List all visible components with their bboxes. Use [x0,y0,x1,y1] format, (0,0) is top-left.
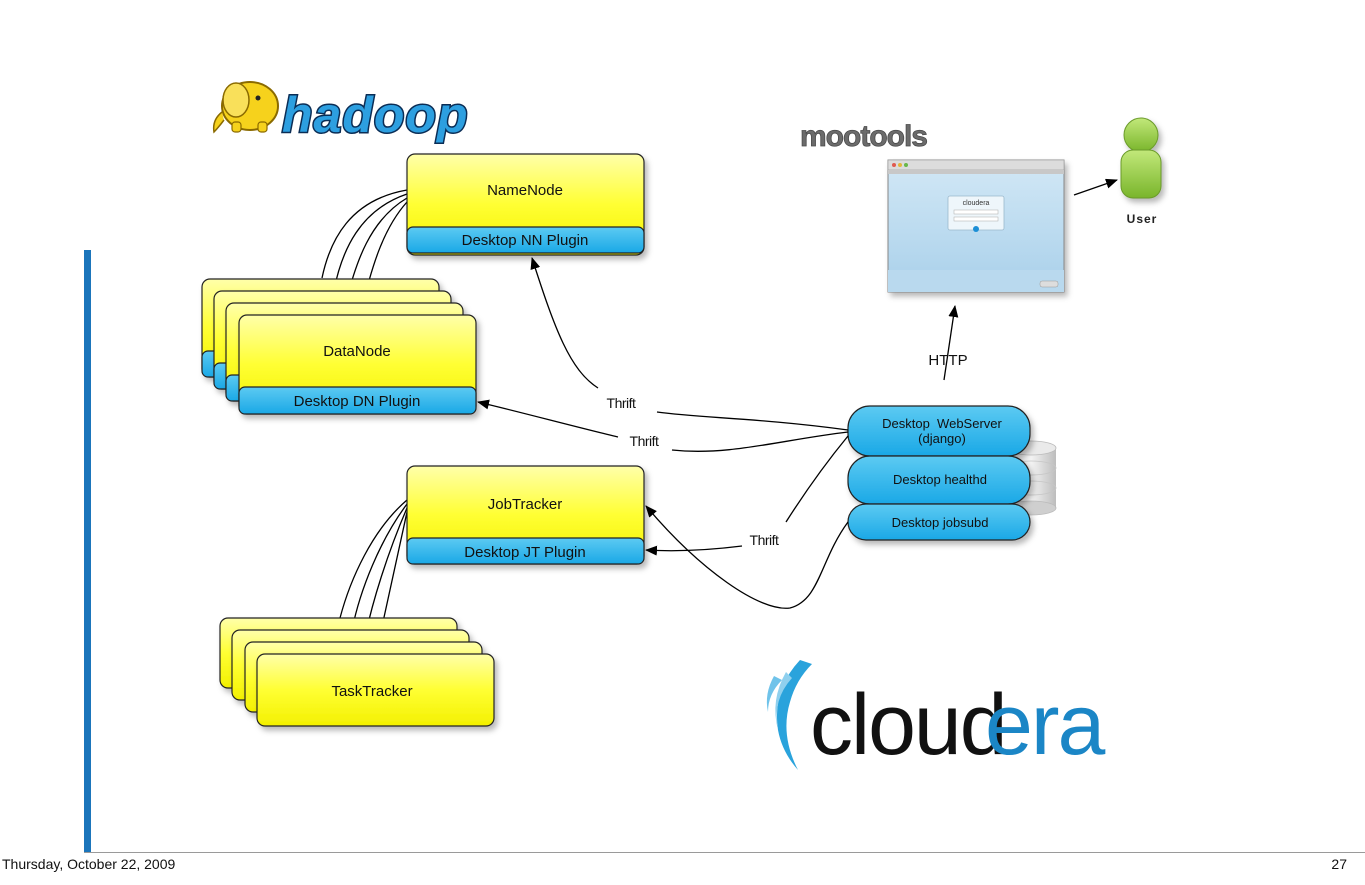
footer-date: Thursday, October 22, 2009 [2,856,176,872]
jobtracker-label: JobTracker [488,496,562,513]
footer-rule [84,852,1365,853]
http-label: HTTP [928,352,967,369]
http-edge [943,305,959,381]
thrift-dn-edge-left [477,399,619,438]
user-label: User [1127,212,1158,226]
footer-page-number: 27 [1331,856,1347,872]
thrift-jt-edge-lower [645,545,743,556]
thrift-jt-label: Thrift [750,532,780,548]
jobsubd-label: Desktop jobsubd [892,515,989,530]
webserver-label-line1: Desktop WebServer [882,416,1002,431]
hadoop-wordmark: hadoop [282,87,469,143]
jobsubd-jobtracker-edge [645,505,849,609]
healthd-label: Desktop healthd [893,472,987,487]
cloudera-feather-icon [766,660,812,770]
thrift-dn-label: Thrift [630,433,660,449]
tasktracker-box [256,653,495,727]
accent-bar [84,250,91,852]
connectors [477,178,1118,609]
browser-user-edge [1073,178,1118,196]
tasktracker-stack [219,617,495,727]
cloudera-logo: cloud era [766,660,1107,773]
nn-plugin-label: Desktop NN Plugin [462,232,589,249]
thrift-nn-label: Thrift [607,395,637,411]
cloudera-wordmark-cloud: cloud [810,677,1006,773]
datanode-stack [201,278,477,415]
cloudera-wordmark-era: era [985,677,1105,773]
user-icon [1120,117,1162,199]
namenode-box [406,153,645,256]
hadoop-logo: hadoop [212,81,469,145]
webserver-label-line2: (django) [918,431,966,446]
datanode-label: DataNode [323,343,391,360]
elephant-icon [212,81,279,134]
thrift-jt-edge-upper [785,435,849,523]
thrift-nn-edge-lower [656,411,849,431]
browser-login-window: cloudera [887,159,1065,293]
thrift-nn-edge-upper [530,257,599,389]
namenode-label: NameNode [487,182,563,199]
jobtracker-box [406,465,645,565]
jt-plugin-label: Desktop JT Plugin [464,544,585,561]
mootools-logo: mootools [800,120,927,153]
datanode-box [238,314,477,415]
thrift-dn-edge-right [671,431,849,452]
login-window-brand: cloudera [963,200,990,207]
tasktracker-label: TaskTracker [331,683,412,700]
dn-plugin-label: Desktop DN Plugin [294,393,421,410]
